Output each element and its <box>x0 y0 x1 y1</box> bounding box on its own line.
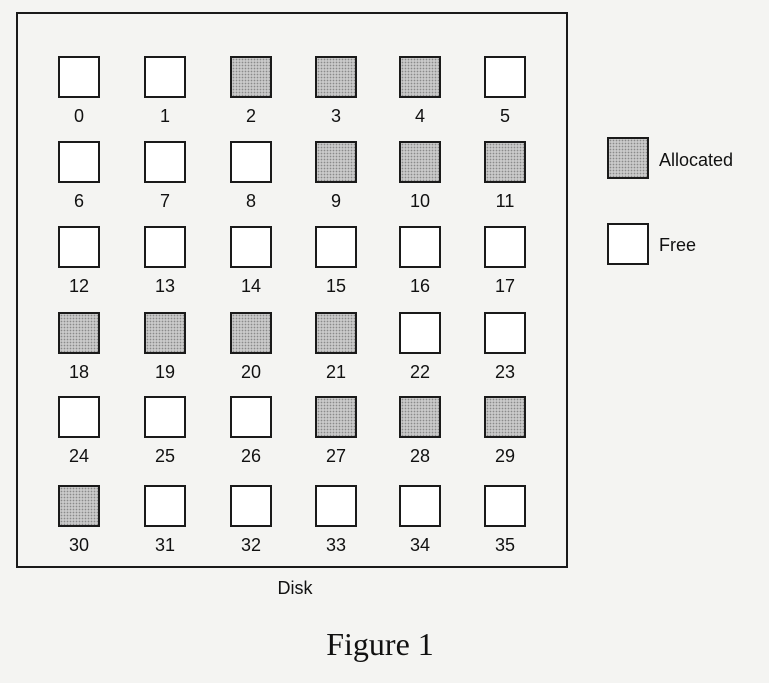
disk-block-free <box>144 141 186 183</box>
disk-block-number: 24 <box>68 446 90 466</box>
disk-block-number: 9 <box>330 191 341 211</box>
disk-block-allocated <box>315 56 357 98</box>
disk-block-free <box>315 226 357 268</box>
disk-block-number: 30 <box>68 535 90 555</box>
disk-block-free <box>144 485 186 527</box>
disk-label: Disk <box>277 578 313 598</box>
disk-block-number: 4 <box>414 106 425 126</box>
disk-block-free <box>484 226 526 268</box>
legend-free-swatch <box>607 223 649 265</box>
legend-free-label: Free <box>659 235 697 255</box>
disk-block-number: 12 <box>68 276 90 296</box>
disk-block-free <box>484 56 526 98</box>
disk-block-number: 2 <box>245 106 256 126</box>
disk-block-allocated <box>399 141 441 183</box>
disk-block-number: 0 <box>73 106 84 126</box>
disk-block-free <box>230 141 272 183</box>
disk-block-allocated <box>144 312 186 354</box>
disk-block-number: 32 <box>240 535 262 555</box>
disk-block-free <box>144 226 186 268</box>
disk-block-free <box>399 312 441 354</box>
disk-block-free <box>399 485 441 527</box>
disk-block-number: 13 <box>154 276 176 296</box>
disk-block-number: 22 <box>409 362 431 382</box>
disk-block-allocated <box>399 56 441 98</box>
disk-block-number: 29 <box>494 446 516 466</box>
disk-block-number: 1 <box>159 106 170 126</box>
disk-block-free <box>230 226 272 268</box>
disk-block-number: 25 <box>154 446 176 466</box>
legend-allocated-label: Allocated <box>659 150 734 170</box>
disk-block-number: 15 <box>325 276 347 296</box>
disk-block-allocated <box>315 396 357 438</box>
disk-block-allocated <box>315 141 357 183</box>
disk-block-free <box>484 485 526 527</box>
disk-block-allocated <box>484 141 526 183</box>
disk-block-free <box>58 141 100 183</box>
disk-block-number: 27 <box>325 446 347 466</box>
disk-block-free <box>144 396 186 438</box>
disk-frame <box>16 12 568 568</box>
disk-block-number: 34 <box>409 535 431 555</box>
disk-block-allocated <box>315 312 357 354</box>
disk-block-allocated <box>399 396 441 438</box>
disk-block-number: 18 <box>68 362 90 382</box>
disk-block-free <box>58 396 100 438</box>
disk-block-number: 11 <box>495 191 515 211</box>
disk-block-number: 16 <box>409 276 431 296</box>
disk-block-number: 5 <box>499 106 510 126</box>
disk-block-number: 20 <box>240 362 262 382</box>
disk-block-number: 35 <box>494 535 516 555</box>
disk-block-allocated <box>58 485 100 527</box>
disk-block-number: 21 <box>325 362 347 382</box>
disk-block-number: 31 <box>154 535 176 555</box>
disk-block-number: 28 <box>409 446 431 466</box>
disk-block-free <box>58 226 100 268</box>
disk-block-number: 26 <box>240 446 262 466</box>
disk-block-number: 19 <box>154 362 176 382</box>
figure-caption: Figure 1 <box>326 626 434 662</box>
disk-block-free <box>230 396 272 438</box>
disk-block-number: 23 <box>494 362 516 382</box>
disk-block-allocated <box>230 56 272 98</box>
disk-block-free <box>484 312 526 354</box>
disk-block-number: 17 <box>494 276 516 296</box>
disk-block-number: 3 <box>330 106 341 126</box>
disk-block-free <box>58 56 100 98</box>
disk-block-free <box>315 485 357 527</box>
disk-block-allocated <box>58 312 100 354</box>
disk-block-number: 7 <box>159 191 170 211</box>
disk-block-allocated <box>484 396 526 438</box>
disk-block-number: 6 <box>73 191 84 211</box>
disk-block-number: 33 <box>325 535 347 555</box>
disk-block-free <box>144 56 186 98</box>
disk-block-free <box>230 485 272 527</box>
disk-block-number: 8 <box>245 191 256 211</box>
legend-allocated-swatch <box>607 137 649 179</box>
disk-block-free <box>399 226 441 268</box>
disk-block-number: 14 <box>240 276 262 296</box>
disk-block-number: 10 <box>409 191 431 211</box>
disk-block-allocated <box>230 312 272 354</box>
